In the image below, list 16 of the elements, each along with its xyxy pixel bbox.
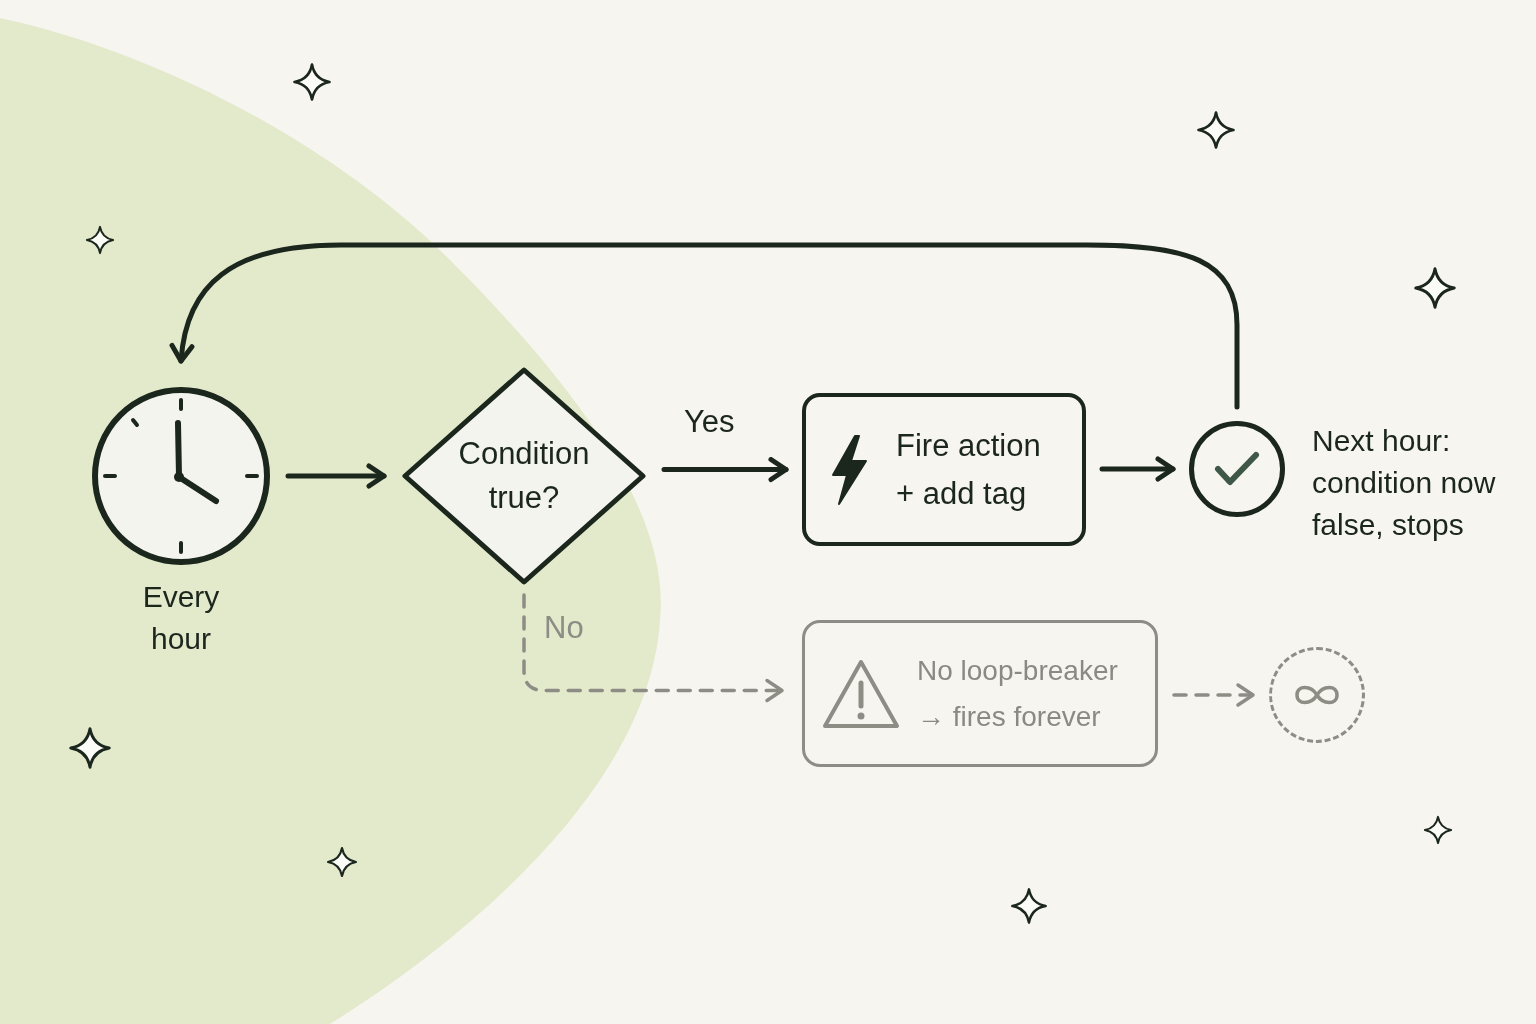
- arrow: [1099, 456, 1176, 482]
- process-label: Fire action + add tag: [896, 426, 1042, 513]
- warning-label: No loop-breaker → fires forever: [917, 653, 1119, 734]
- decision-label: Condition true?: [457, 435, 591, 517]
- arrow: [661, 457, 789, 482]
- edge-label: No: [544, 609, 584, 647]
- warning-box: [802, 620, 1158, 767]
- edge-label: Yes: [684, 403, 735, 441]
- arrow: [170, 242, 1240, 410]
- node-caption: Next hour: condition now false, stops: [1312, 423, 1497, 543]
- process-box: [802, 393, 1086, 546]
- clock-icon: [90, 385, 272, 567]
- dashed-arrow: [1172, 683, 1255, 707]
- arrow: [285, 463, 387, 489]
- dashed-arrow: [522, 593, 784, 703]
- node-caption: Every hour: [141, 579, 221, 657]
